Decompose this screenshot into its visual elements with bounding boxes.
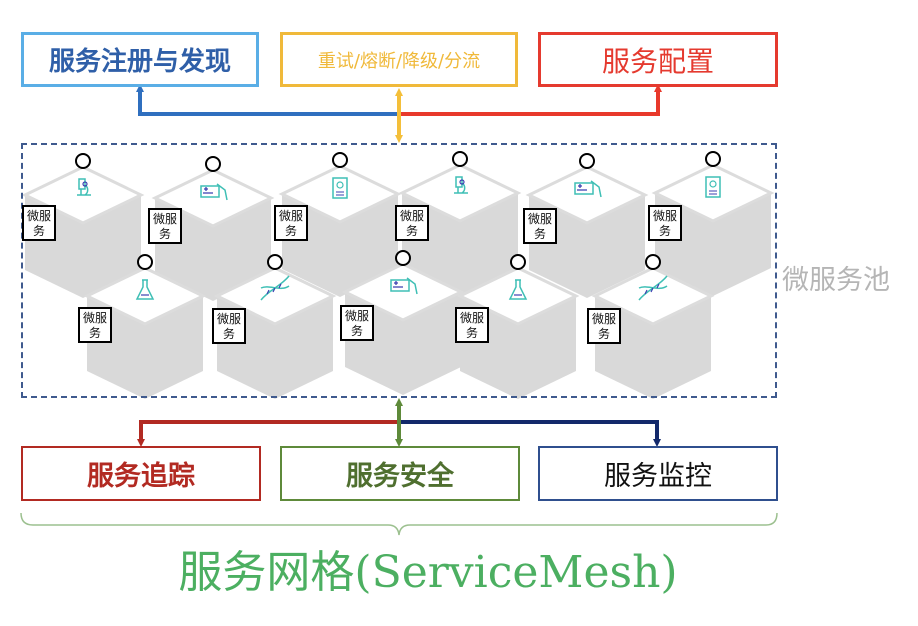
microservice-label: 微服务 — [148, 208, 182, 244]
cube-right-face — [713, 193, 771, 296]
node-port-circle — [510, 254, 526, 270]
node-port-circle — [205, 156, 221, 172]
microservice-cube[interactable] — [151, 156, 275, 301]
microservice-cube[interactable] — [591, 254, 715, 399]
node-port-circle — [395, 250, 411, 266]
microservice-label: 微服务 — [78, 307, 112, 343]
microservice-label: 微服务 — [455, 307, 489, 343]
cube-right-face — [83, 195, 141, 298]
flask-icon — [135, 279, 155, 300]
curly-brace — [20, 512, 778, 536]
cube-right-face — [275, 296, 333, 399]
microservice-label: 微服务 — [523, 208, 557, 244]
cube-right-face — [403, 292, 461, 395]
service-monitoring-box[interactable]: 服务监控 — [538, 446, 778, 501]
service-tracing-box[interactable]: 服务追踪 — [21, 446, 261, 501]
microservice-label: 微服务 — [274, 205, 308, 241]
connector-to-registry — [136, 84, 399, 116]
node-port-circle — [705, 151, 721, 167]
node-port-circle — [137, 254, 153, 270]
microservice-cube[interactable] — [83, 254, 207, 399]
dna-icon — [260, 275, 290, 301]
cube-right-face — [587, 195, 645, 298]
id-card-hand-icon — [574, 180, 602, 198]
cube-top-face — [456, 266, 580, 326]
microservice-label: 微服务 — [587, 308, 621, 344]
cube-top-face — [151, 168, 275, 228]
connector-to-tracing — [137, 420, 399, 447]
id-card-hand-icon — [200, 183, 228, 201]
flask-icon — [508, 279, 528, 300]
service-security-label: 服务安全 — [346, 461, 454, 492]
cube-right-face — [653, 296, 711, 399]
microservice-label: 微服务 — [340, 305, 374, 341]
cube-top-face — [651, 163, 775, 223]
service-tracing-label: 服务追踪 — [87, 461, 195, 492]
clipboard-icon — [332, 177, 348, 199]
cube-right-face — [340, 194, 398, 297]
pool-label: 微服务池 — [782, 265, 890, 296]
cube-top-face — [591, 266, 715, 326]
dna-icon — [638, 275, 668, 301]
node-port-circle — [75, 153, 91, 169]
node-port-circle — [267, 254, 283, 270]
clipboard-icon — [705, 176, 721, 198]
microservice-label: 微服务 — [212, 308, 246, 344]
node-port-circle — [452, 151, 468, 167]
cube-top-face — [525, 165, 649, 225]
service-config-label: 服务配置 — [601, 44, 714, 78]
microservice-label: 微服务 — [648, 205, 682, 241]
cube-right-face — [213, 198, 271, 301]
resilience-box[interactable]: 重试/熔断/降级/分流 — [280, 32, 518, 87]
node-port-circle — [332, 152, 348, 168]
service-config-box[interactable]: 服务配置 — [538, 32, 778, 87]
microservice-pool — [21, 143, 777, 398]
id-card-hand-icon — [390, 277, 418, 295]
cube-top-face — [213, 266, 337, 326]
microservice-cube[interactable] — [341, 250, 465, 395]
microscope-icon — [454, 176, 468, 194]
cube-top-face — [278, 164, 402, 224]
cube-top-face — [83, 266, 207, 326]
connector-to-config — [399, 84, 662, 116]
cube-right-face — [518, 296, 576, 399]
connector-to-monitoring — [399, 420, 661, 447]
microscope-icon — [77, 178, 91, 196]
cube-right-face — [145, 296, 203, 399]
service-monitoring-label: 服务监控 — [604, 461, 712, 492]
resilience-label: 重试/熔断/降级/分流 — [317, 50, 481, 72]
cube-right-face — [460, 193, 518, 296]
microservice-label: 微服务 — [395, 205, 429, 241]
node-port-circle — [645, 254, 661, 270]
cube-top-face — [341, 262, 465, 322]
diagram-title: 服务网格(ServiceMesh) — [178, 547, 678, 598]
node-port-circle — [579, 153, 595, 169]
service-registry-box[interactable]: 服务注册与发现 — [21, 32, 259, 87]
service-registry-label: 服务注册与发现 — [48, 47, 231, 77]
cubes-layer — [21, 151, 775, 399]
microservice-label: 微服务 — [22, 205, 56, 241]
service-security-box[interactable]: 服务安全 — [280, 446, 520, 501]
